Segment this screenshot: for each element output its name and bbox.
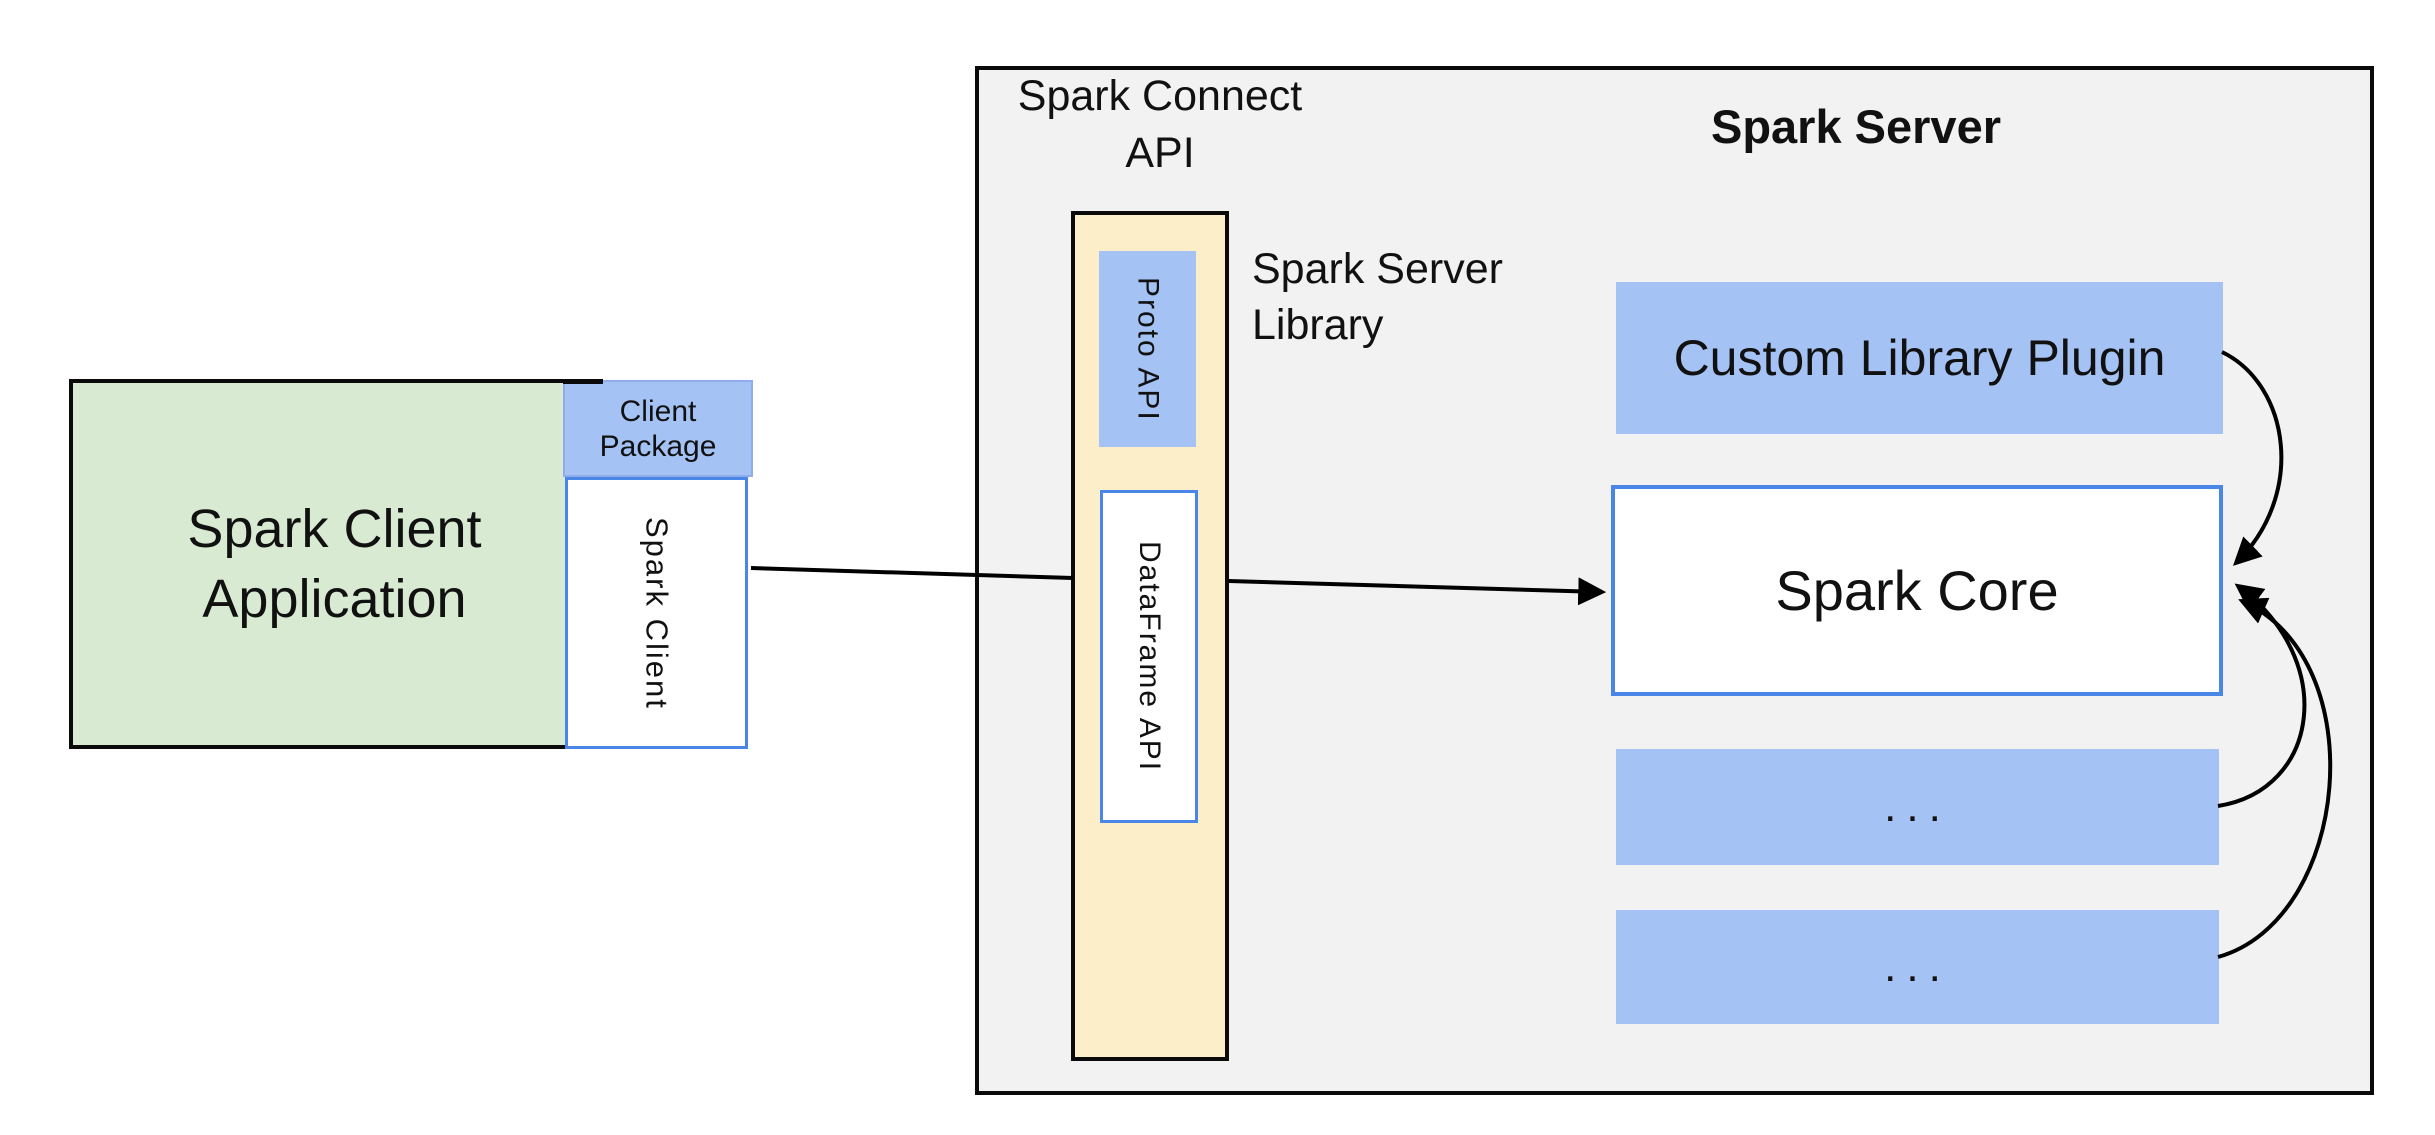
plugin-slot-1-label: ... (1884, 782, 1951, 831)
spark-server-library-label: Spark Server Library (1252, 245, 1503, 349)
client-package-label: Client Package (599, 394, 717, 463)
spark-core-label: Spark Core (1775, 559, 2059, 622)
spark-connect-api-label: Spark Connect API (1017, 72, 1303, 177)
custom-library-plugin-label: Custom Library Plugin (1673, 330, 2166, 386)
spark-server-title: Spark Server (1710, 100, 2002, 153)
proto-api-box: Proto API (1099, 251, 1196, 447)
green-box-top-border-overlap (563, 379, 603, 384)
plugin-slot-box-2: ... (1616, 910, 2219, 1024)
dataframe-api-box: DataFrame API (1100, 490, 1198, 823)
dataframe-api-label: DataFrame API (1133, 540, 1166, 773)
spark-client-label: Spark Client (639, 516, 675, 710)
spark-core-box: Spark Core (1611, 485, 2223, 696)
spark-client-box: Spark Client (565, 477, 748, 749)
custom-library-plugin-box: Custom Library Plugin (1616, 282, 2223, 434)
client-package-box: Client Package (563, 380, 753, 477)
plugin-slot-box-1: ... (1616, 749, 2219, 865)
spark-client-application-label: Spark Client Application (187, 499, 482, 629)
proto-api-label: Proto API (1131, 276, 1165, 422)
plugin-slot-2-label: ... (1884, 942, 1951, 991)
spark-client-application-box: Spark Client Application (69, 379, 600, 749)
